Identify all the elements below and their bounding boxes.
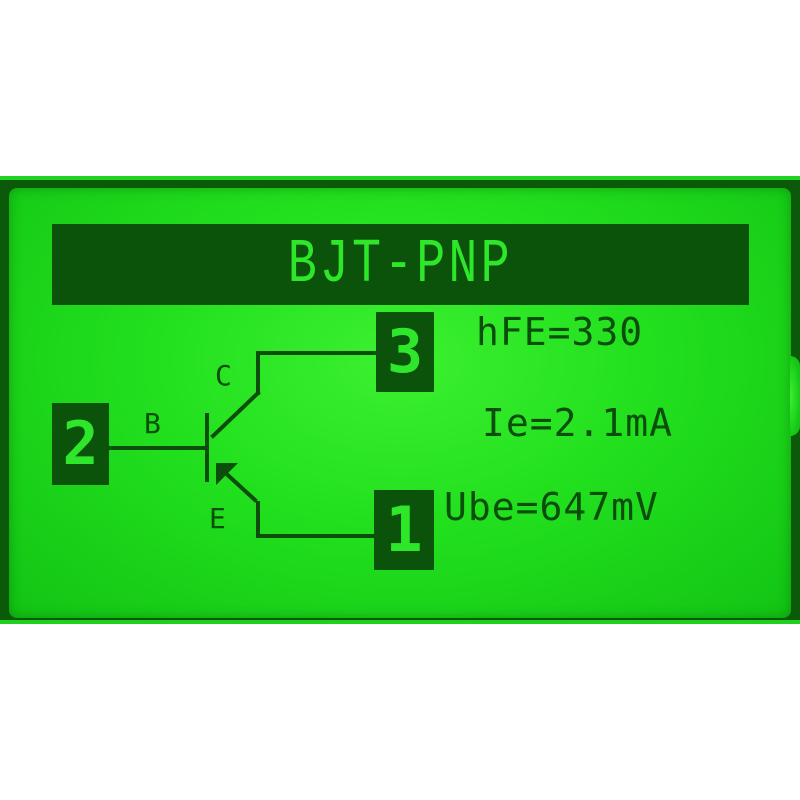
base-pin-number: 2: [62, 409, 99, 479]
base-label: B: [144, 407, 161, 440]
hfe-value: hFE=330: [476, 310, 644, 354]
collector-label: C: [215, 359, 232, 392]
emitter-arrow-icon: [216, 463, 238, 485]
emitter-pin-number: 1: [385, 493, 423, 566]
collector-pin-box: 3: [376, 312, 434, 392]
collector-diagonal: [210, 390, 261, 439]
base-emitter-voltage-value: Ube=647mV: [444, 485, 659, 529]
emitter-label: E: [209, 502, 226, 535]
lcd-edge-glint: [790, 356, 800, 436]
title-bar: BJT-PNP: [52, 224, 749, 305]
component-type-title: BJT-PNP: [287, 228, 513, 300]
lcd-bezel-edge: [0, 176, 800, 624]
base-pin-box: 2: [52, 403, 109, 485]
emitter-pin-box: 1: [374, 490, 434, 570]
collector-pin-number: 3: [386, 317, 424, 387]
emitter-current-value: Ie=2.1mA: [482, 401, 674, 445]
